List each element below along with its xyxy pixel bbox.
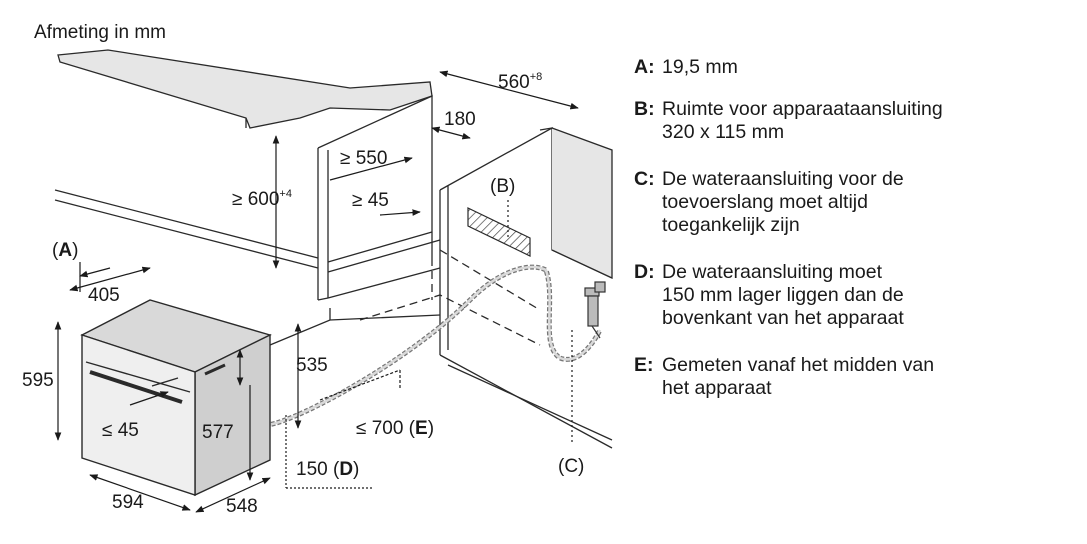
dim-550: ≥ 550	[340, 148, 387, 169]
dim-595: 595	[22, 370, 54, 391]
dim-577: 577	[202, 422, 234, 443]
label-b: (B)	[490, 176, 515, 197]
label-c: (C)	[558, 456, 584, 477]
dim-45-door: ≤ 45	[102, 420, 139, 441]
label-a: (A)	[52, 240, 78, 261]
legend-text: De wateraansluiting voor de toevoerslang…	[662, 168, 904, 236]
dim-180: 180	[444, 109, 476, 130]
legend-text: 19,5 mm	[662, 56, 738, 78]
legend-key: A:	[634, 56, 655, 78]
dim-600: ≥ 600+4	[232, 188, 292, 210]
connection-area-b	[467, 207, 531, 257]
dim-560: 560+8	[498, 71, 542, 93]
dimension-lines	[54, 70, 579, 513]
dim-700: ≤ 700 (E)	[356, 418, 434, 439]
dim-45-top: ≥ 45	[352, 190, 389, 211]
dim-150: 150 (D)	[296, 459, 359, 480]
legend-key: D:	[634, 261, 655, 283]
legend-key: E:	[634, 354, 654, 376]
legend-text: Gemeten vanaf het midden van het apparaa…	[662, 354, 935, 399]
dim-405: 405	[88, 285, 120, 306]
legend-text: De wateraansluiting moet 150 mm lager li…	[662, 261, 904, 329]
legend-text: Ruimte voor apparaataansluiting 320 x 11…	[662, 98, 943, 143]
legend-item-b: B: Ruimte voor apparaataansluiting 320 x…	[634, 98, 1074, 144]
legend-key: C:	[634, 168, 655, 190]
dim-594: 594	[112, 492, 144, 513]
oven-appliance	[80, 299, 272, 497]
legend-key: B:	[634, 98, 655, 120]
legend-item-a: A: 19,5 mm	[634, 56, 1074, 79]
legend-item-e: E: Gemeten vanaf het midden van het appa…	[634, 354, 1074, 400]
legend: A: 19,5 mm B: Ruimte voor apparaataanslu…	[634, 56, 1074, 424]
legend-item-c: C: De wateraansluiting voor de toevoersl…	[634, 168, 1074, 237]
water-tap-icon	[584, 281, 606, 339]
dim-548: 548	[226, 496, 258, 517]
legend-item-d: D: De wateraansluiting moet 150 mm lager…	[634, 261, 1074, 330]
diagram-title: Afmeting in mm	[34, 22, 166, 43]
dim-535: 535	[296, 355, 328, 376]
installation-diagram: 560+8 180 ≥ 550 ≥ 600+4 ≥ 45 (B) (A) 405…	[22, 49, 613, 517]
